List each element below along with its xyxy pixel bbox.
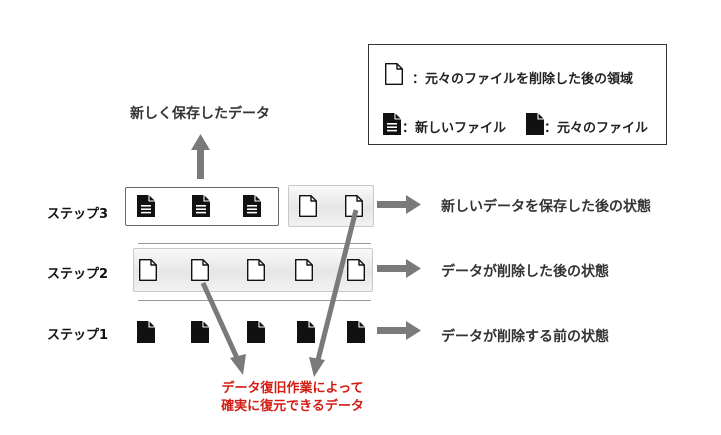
file-solid-icon <box>190 320 210 344</box>
new-data-label: 新しく保存したデータ <box>130 106 270 122</box>
file-lined-icon <box>136 194 156 218</box>
file-outline-icon <box>299 194 317 218</box>
step2-top-separator <box>138 243 371 244</box>
legend-file-outline-icon <box>385 63 403 86</box>
legend-solid-label: ：元々のファイル <box>544 121 649 136</box>
legend <box>368 44 667 145</box>
step3-state-label: 新しいデータを保存した後の状態 <box>441 199 651 215</box>
recovery-label: データ復旧作業によって 確実に復元できるデータ <box>205 380 380 416</box>
file-solid-icon <box>136 320 156 344</box>
legend-lined-label: ：新しいファイル <box>402 121 507 136</box>
file-outline-icon <box>138 259 158 281</box>
recovery-label-line1: データ復旧作業によって <box>221 381 364 396</box>
file-solid-icon <box>246 320 266 344</box>
file-solid-icon <box>296 320 316 344</box>
recovery-arrow-icon <box>200 281 246 375</box>
right-arrow-icon <box>377 259 421 278</box>
file-outline-icon <box>190 259 210 281</box>
legend-file-lined-icon <box>382 112 402 136</box>
step1-state-label: データが削除する前の状態 <box>441 329 609 345</box>
file-lined-icon <box>191 194 211 218</box>
file-lined-icon <box>242 194 262 218</box>
file-outline-icon <box>246 259 265 281</box>
step2-state-label: データが削除した後の状態 <box>441 264 609 280</box>
file-solid-icon <box>346 320 366 344</box>
up-arrow-icon <box>191 134 210 179</box>
right-arrow-icon <box>377 321 421 340</box>
step3-label: ステップ3 <box>47 207 109 222</box>
file-outline-icon <box>347 259 365 281</box>
legend-file-solid-icon <box>525 112 545 136</box>
file-outline-icon <box>295 259 313 281</box>
step2-label: ステップ2 <box>47 267 109 282</box>
right-arrow-icon <box>377 195 421 214</box>
step1-label: ステップ1 <box>47 328 109 343</box>
recovery-label-line2: 確実に復元できるデータ <box>221 399 364 414</box>
recovery-arrow-icon <box>309 209 359 377</box>
legend-outline-label: ：元々のファイルを削除した後の領域 <box>412 72 634 87</box>
step2-bottom-separator <box>138 300 371 301</box>
